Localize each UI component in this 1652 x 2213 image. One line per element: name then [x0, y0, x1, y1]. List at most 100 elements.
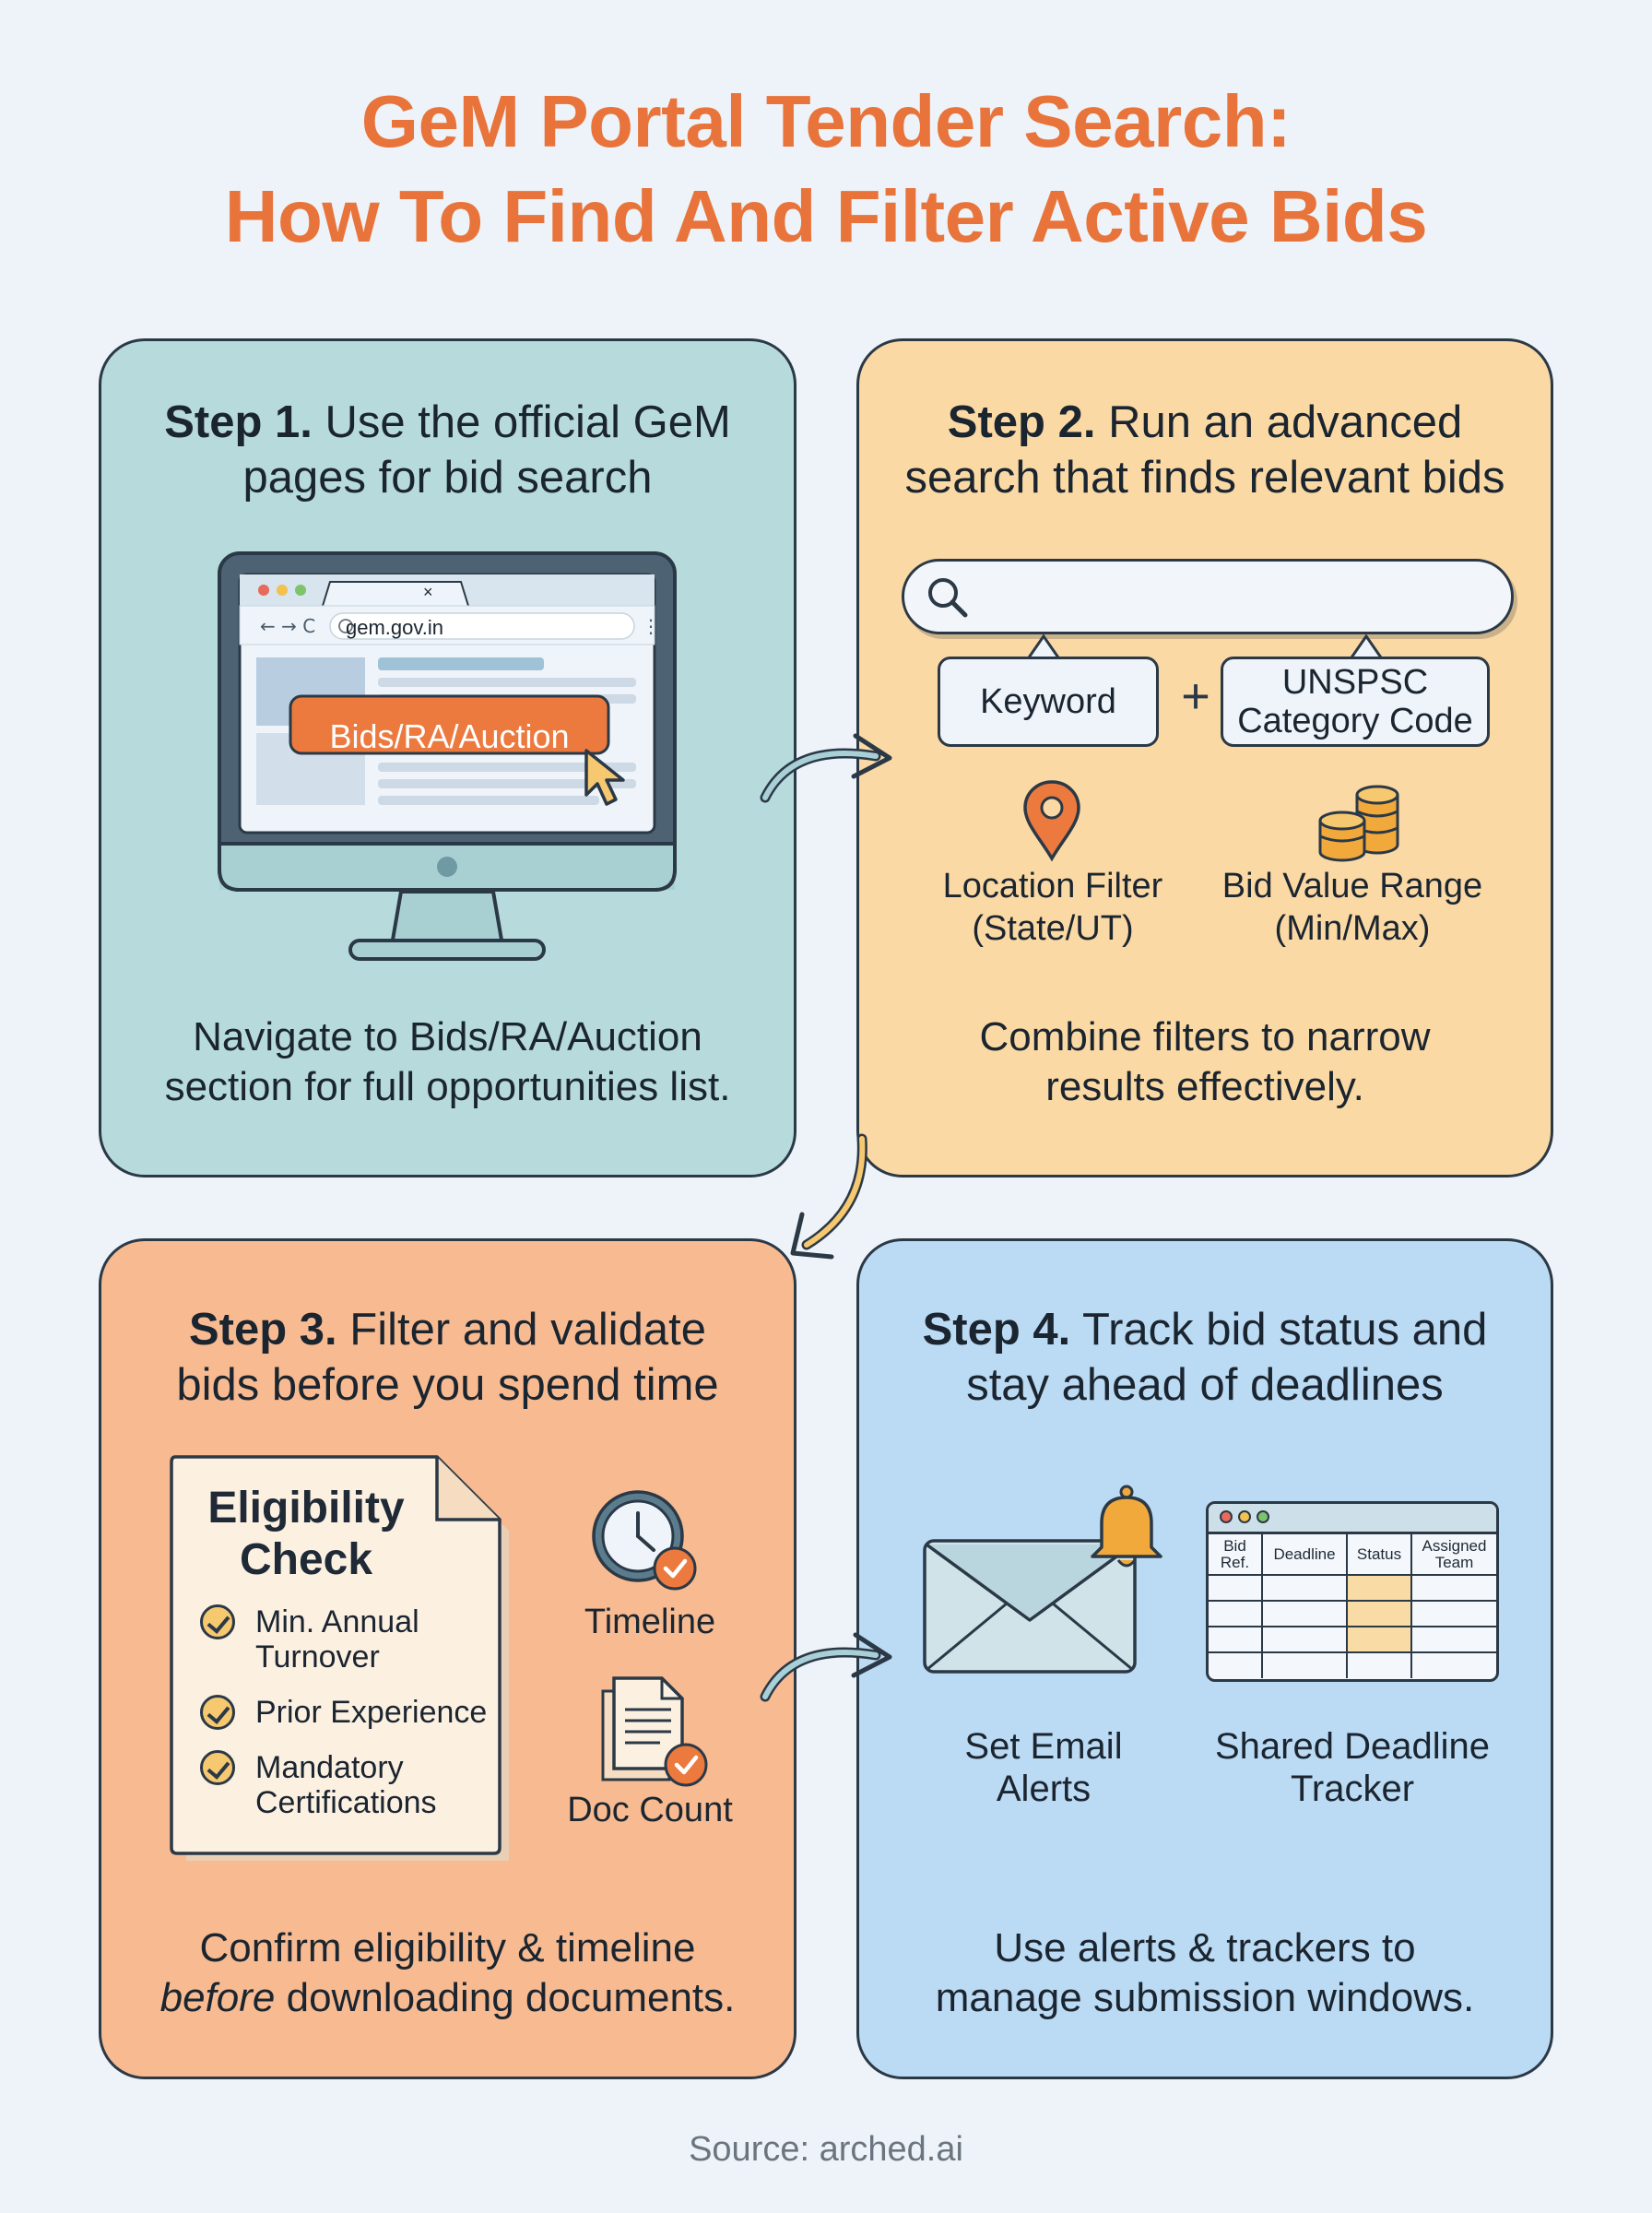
eligibility-title-line2: Check	[239, 1535, 373, 1584]
bidvalue-line2: (Min/Max)	[1274, 909, 1431, 948]
page-title-line1: GeM Portal Tender Search:	[360, 80, 1292, 162]
bids-ra-auction-button[interactable]: Bids/RA/Auction	[329, 717, 570, 755]
step3-desc-line1: Confirm eligibility & timeline	[199, 1925, 696, 1970]
eligibility-item-experience: Prior Experience	[255, 1695, 488, 1730]
bell-icon	[1091, 1485, 1162, 1568]
email-line1: Set Email	[964, 1726, 1123, 1767]
eligibility-list: Min. Annual Turnover Prior Experience Ma…	[168, 1241, 516, 2077]
unspsc-pointer	[1348, 633, 1385, 661]
coins-icon	[1318, 785, 1399, 862]
search-input[interactable]	[987, 574, 1489, 621]
arrow-icon	[760, 1632, 892, 1702]
step3-heading-line1: Filter and validate	[349, 1305, 707, 1355]
eligibility-title: Eligibility Check	[168, 1483, 444, 1586]
step3-panel: Step 3. Filter and validate bids before …	[99, 1238, 796, 2079]
th-status: Status	[1346, 1534, 1412, 1576]
step1-panel: Step 1. Use the official GeM pages for b…	[99, 338, 796, 1178]
doc-count-label: Doc Count	[567, 1791, 733, 1829]
svg-text:← → C: ← → C	[260, 615, 315, 637]
cursor-icon	[584, 749, 625, 806]
search-bar[interactable]	[902, 559, 1514, 634]
window-dot	[1220, 1510, 1233, 1523]
step4-desc-line2: manage submission windows.	[935, 1975, 1475, 2020]
step1-heading-line2: pages for bid search	[242, 453, 653, 503]
step1-heading: Step 1. Use the official GeM pages for b…	[101, 395, 794, 505]
item-line1: Min. Annual	[255, 1604, 419, 1639]
monitor-illustration: ← → C ⋮	[218, 551, 677, 961]
item-line2: Turnover	[255, 1639, 380, 1675]
step1-desc-line1: Navigate to Bids/RA/Auction	[193, 1014, 702, 1059]
page-title-line2: How To Find And Filter Active Bids	[224, 175, 1428, 257]
step1-description: Navigate to Bids/RA/Auction section for …	[101, 1012, 794, 1112]
step4-description: Use alerts & trackers to manage submissi…	[859, 1923, 1551, 2023]
deadline-tracker-label: Shared Deadline Tracker	[1191, 1725, 1514, 1810]
tracker-line1: Shared Deadline	[1215, 1726, 1490, 1767]
step4-panel: Step 4. Track bid status and stay ahead …	[856, 1238, 1553, 2079]
deadline-tracker-window: Bid Ref. Deadline Status Assigned Team	[1206, 1501, 1499, 1682]
check-icon	[200, 1695, 235, 1730]
step3-description: Confirm eligibility & timeline before do…	[101, 1923, 794, 2023]
window-dot	[1257, 1510, 1269, 1523]
step1-desc-line2: section for full opportunities list.	[164, 1064, 731, 1109]
step2-heading-line1: Run an advanced	[1108, 397, 1463, 447]
step4-desc-line1: Use alerts & trackers to	[994, 1925, 1416, 1970]
document-icon	[601, 1676, 708, 1787]
arrow-icon	[760, 733, 892, 803]
table-row	[1209, 1626, 1496, 1653]
step1-number: Step 1.	[164, 397, 313, 447]
table-row	[1209, 1600, 1496, 1627]
location-filter-label: Location Filter (State/UT)	[896, 865, 1210, 950]
tracker-table: Bid Ref. Deadline Status Assigned Team	[1209, 1534, 1496, 1678]
table-row	[1209, 1574, 1496, 1602]
step4-heading: Step 4. Track bid status and stay ahead …	[859, 1302, 1551, 1413]
clock-icon	[592, 1490, 697, 1591]
table-header-row: Bid Ref. Deadline Status Assigned Team	[1209, 1534, 1496, 1576]
unspsc-line2: Category Code	[1237, 702, 1473, 740]
keyword-chip[interactable]: Keyword	[938, 657, 1159, 747]
step3-heading-line2: bids before you spend time	[176, 1360, 719, 1410]
email-alerts-label: Set Email Alerts	[905, 1725, 1182, 1810]
th-assigned-team: Assigned Team	[1410, 1534, 1496, 1576]
location-line1: Location Filter	[942, 867, 1163, 905]
tracker-titlebar	[1209, 1504, 1496, 1534]
bid-value-range-label: Bid Value Range (Min/Max)	[1200, 865, 1504, 950]
bidvalue-line1: Bid Value Range	[1221, 867, 1483, 905]
item-line2: Certifications	[255, 1785, 437, 1820]
keyword-pointer	[1025, 633, 1062, 661]
step2-description: Combine filters to narrow results effect…	[859, 1012, 1551, 1112]
plus-sign: +	[1181, 669, 1210, 724]
step3-number: Step 3.	[188, 1305, 337, 1355]
table-row	[1209, 1651, 1496, 1678]
step4-number: Step 4.	[922, 1305, 1071, 1355]
step4-heading-line1: Track bid status and	[1082, 1305, 1488, 1355]
eligibility-title-line1: Eligibility	[207, 1484, 405, 1533]
step3-desc-line2: downloading documents.	[275, 1975, 736, 2020]
step2-heading: Step 2. Run an advanced search that find…	[859, 395, 1551, 505]
tracker-line2: Tracker	[1290, 1769, 1415, 1809]
window-dot	[1238, 1510, 1251, 1523]
email-line2: Alerts	[996, 1769, 1092, 1809]
location-line2: (State/UT)	[972, 909, 1134, 948]
arrow-icon	[790, 1133, 867, 1260]
step2-number: Step 2.	[947, 397, 1096, 447]
step3-heading: Step 3. Filter and validate bids before …	[101, 1302, 794, 1413]
location-pin-icon	[1023, 780, 1080, 862]
envelope-icon	[923, 1539, 1137, 1674]
browser-tab-close-icon: ×	[423, 583, 433, 601]
step1-heading-line1: Use the official GeM	[324, 397, 731, 447]
eligibility-card	[170, 1455, 509, 1861]
step2-desc-line2: results effectively.	[1045, 1064, 1364, 1109]
step3-desc-italic: before	[159, 1975, 276, 2020]
timeline-label: Timeline	[584, 1603, 716, 1641]
step2-panel: Step 2. Run an advanced search that find…	[856, 338, 1553, 1178]
th-bid-ref: Bid Ref.	[1209, 1534, 1263, 1576]
step2-desc-line1: Combine filters to narrow	[979, 1014, 1431, 1059]
unspsc-line1: UNSPSC	[1281, 663, 1429, 702]
eligibility-item-turnover: Min. Annual Turnover	[255, 1604, 419, 1675]
svg-text:⋮: ⋮	[642, 615, 660, 637]
check-icon	[200, 1604, 235, 1639]
check-icon	[200, 1750, 235, 1785]
step2-heading-line2: search that finds relevant bids	[904, 453, 1505, 503]
step4-heading-line2: stay ahead of deadlines	[966, 1360, 1444, 1410]
